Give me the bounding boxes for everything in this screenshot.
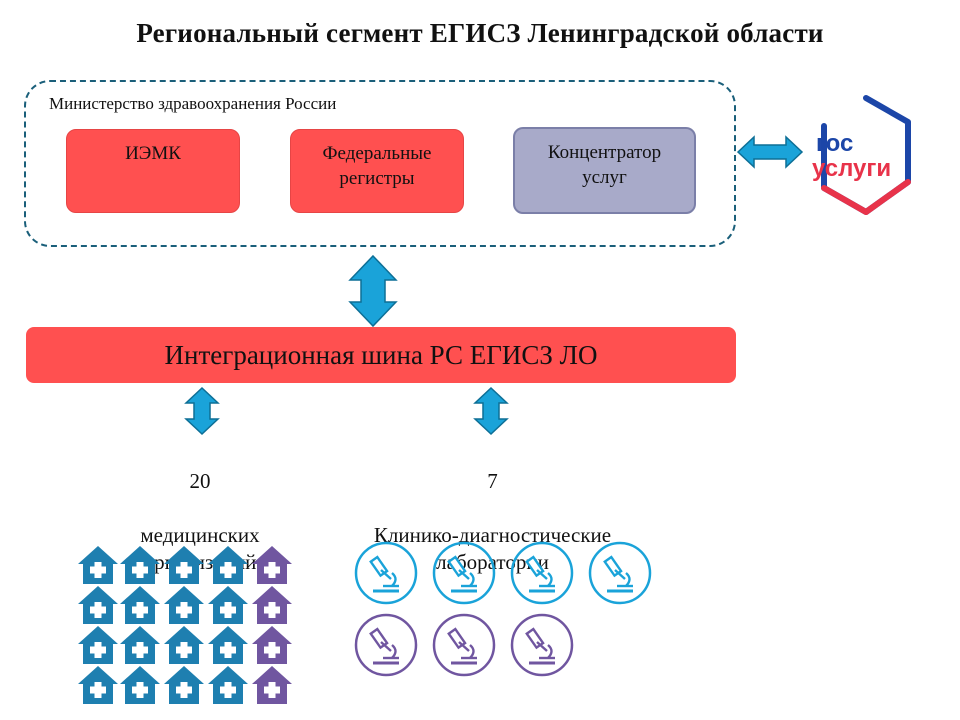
gosuslugi-line2: услуги (812, 155, 891, 182)
labs-count: 7 (487, 468, 498, 493)
medical-organization-icon (120, 666, 160, 704)
federal-registries-node[interactable]: Федеральные регистры (290, 129, 464, 213)
ministry-label: Министерство здравоохранения России (49, 94, 337, 113)
medical-arrow (184, 386, 220, 436)
laboratory-icon (510, 613, 574, 677)
laboratory-icon (432, 541, 496, 605)
laboratory-icon (432, 613, 496, 677)
medical-organization-icon (252, 586, 292, 624)
medical-organization-icon (164, 666, 204, 704)
laboratory-icon (588, 541, 652, 605)
medical-organization-icon (208, 626, 248, 664)
medical-count: 20 (189, 468, 211, 493)
iemk-node[interactable]: ИЭМК (66, 129, 240, 213)
laboratory-icon (354, 541, 418, 605)
medical-organization-icon (120, 626, 160, 664)
gosuslugi-arrow (736, 135, 804, 169)
laboratory-icon (510, 541, 574, 605)
medical-organization-icon (120, 546, 160, 584)
medical-organization-icon (164, 546, 204, 584)
gosuslugi-line1: гос (816, 130, 853, 157)
medical-organization-icon (208, 666, 248, 704)
medical-organizations-icons (78, 546, 292, 704)
laboratory-icon (354, 613, 418, 677)
medical-organization-icon (252, 546, 292, 584)
ministry-bus-arrow (348, 254, 398, 328)
medical-organization-icon (252, 626, 292, 664)
medical-organization-icon (120, 586, 160, 624)
medical-organization-icon (164, 586, 204, 624)
medical-organization-icon (78, 546, 118, 584)
medical-organization-icon (208, 546, 248, 584)
gosuslugi-logo[interactable]: гос услуги (812, 95, 911, 215)
laboratories-icons (354, 541, 652, 677)
medical-organization-icon (78, 666, 118, 704)
medical-organization-icon (164, 626, 204, 664)
integration-bus[interactable]: Интеграционная шина РС ЕГИСЗ ЛО (26, 327, 736, 383)
medical-organization-icon (252, 666, 292, 704)
labs-arrow (473, 386, 509, 436)
medical-organization-icon (78, 626, 118, 664)
medical-organization-icon (78, 586, 118, 624)
ministry-container (24, 80, 736, 247)
services-concentrator-node[interactable]: Концентратор услуг (513, 127, 696, 214)
medical-organization-icon (208, 586, 248, 624)
page-title: Региональный сегмент ЕГИСЗ Ленинградской… (136, 18, 824, 48)
